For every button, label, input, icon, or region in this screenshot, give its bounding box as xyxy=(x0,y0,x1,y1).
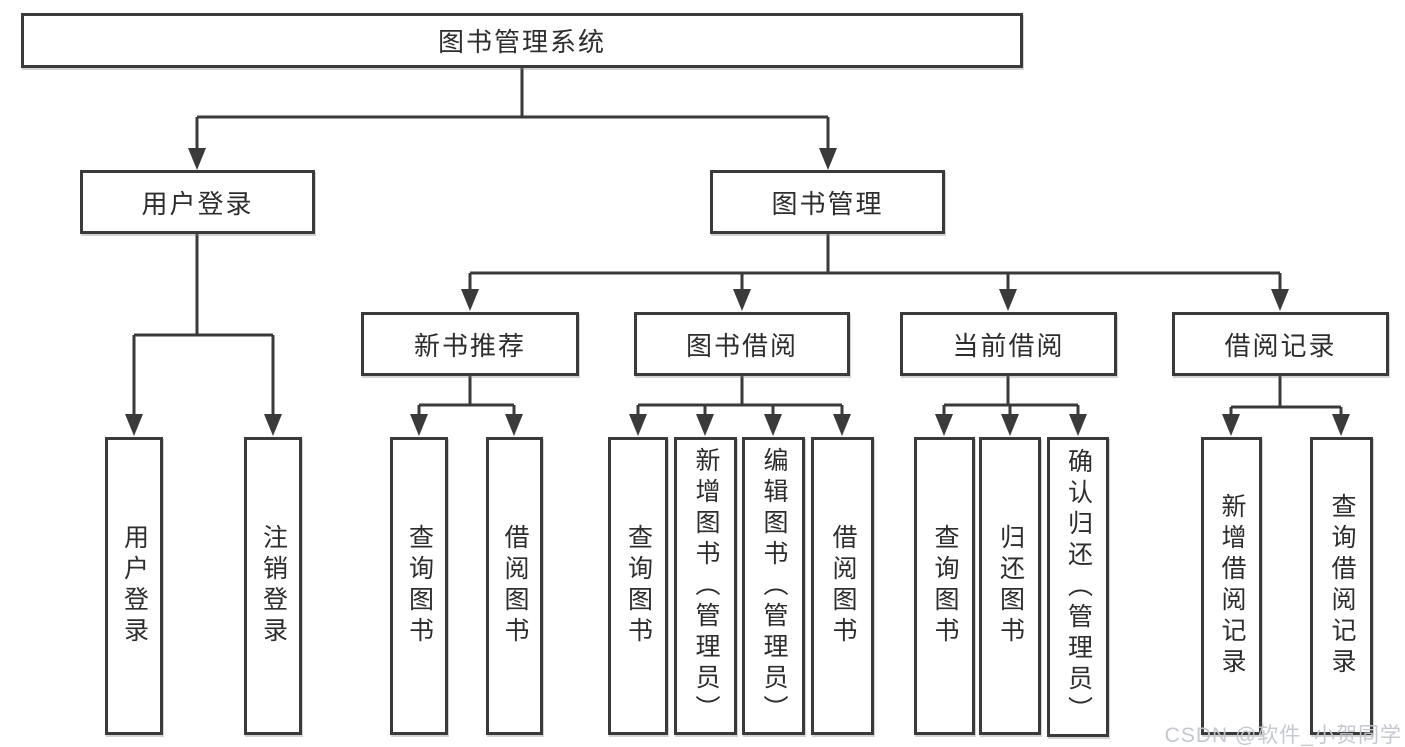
node-user-login: 用户登录 xyxy=(80,170,315,234)
leaf-query-books-borrow: 查询图书 xyxy=(608,437,668,735)
node-label: 查询图书 xyxy=(931,524,959,648)
node-label: 图书管理 xyxy=(771,188,884,219)
leaf-query-books-current: 查询图书 xyxy=(914,437,975,735)
node-book-borrowing: 图书借阅 xyxy=(634,312,850,376)
leaf-borrow-books: 借阅图书 xyxy=(811,437,874,735)
node-label: 借阅图书 xyxy=(501,524,529,648)
node-label: 用户登录 xyxy=(141,188,254,219)
node-label: 注销登录 xyxy=(259,524,288,648)
leaf-logout: 注销登录 xyxy=(244,437,302,735)
leaf-add-books-admin: 新增图书（管理员） xyxy=(674,437,737,735)
leaf-edit-books-admin: 编辑图书（管理员） xyxy=(742,437,805,735)
node-label: 借阅记录 xyxy=(1224,330,1337,361)
node-library-management-system: 图书管理系统 xyxy=(21,13,1023,68)
leaf-add-borrow-record: 新增借阅记录 xyxy=(1201,437,1262,735)
node-current-borrowing: 当前借阅 xyxy=(900,312,1117,376)
node-label: 借阅图书 xyxy=(829,524,857,648)
node-label: 查询图书 xyxy=(405,524,434,648)
leaf-return-books: 归还图书 xyxy=(979,437,1041,735)
node-label: 确认归还（管理员） xyxy=(1064,447,1093,727)
node-new-book-recommendation: 新书推荐 xyxy=(361,312,579,376)
node-borrowing-records: 借阅记录 xyxy=(1172,312,1389,376)
node-book-management: 图书管理 xyxy=(710,170,945,234)
leaf-user-login: 用户登录 xyxy=(105,437,163,735)
node-label: 查询借阅记录 xyxy=(1328,493,1356,679)
leaf-query-books-recommend: 查询图书 xyxy=(390,437,448,735)
node-label: 新增图书（管理员） xyxy=(692,446,720,726)
node-label: 归还图书 xyxy=(996,524,1025,648)
node-label: 图书管理系统 xyxy=(437,27,606,57)
node-label: 新增借阅记录 xyxy=(1218,493,1246,679)
node-label: 图书借阅 xyxy=(685,330,798,361)
node-label: 查询图书 xyxy=(624,524,653,648)
node-label: 编辑图书（管理员） xyxy=(760,446,788,726)
node-label: 新书推荐 xyxy=(413,330,526,361)
csdn-watermark: CSDN @软件_小贺同学 xyxy=(1164,724,1402,747)
leaf-borrow-books-recommend: 借阅图书 xyxy=(486,437,543,735)
leaf-confirm-return-admin: 确认归还（管理员） xyxy=(1047,437,1109,737)
node-label: 用户登录 xyxy=(120,524,149,648)
leaf-query-borrow-record: 查询借阅记录 xyxy=(1310,437,1373,735)
node-label: 当前借阅 xyxy=(952,330,1065,361)
